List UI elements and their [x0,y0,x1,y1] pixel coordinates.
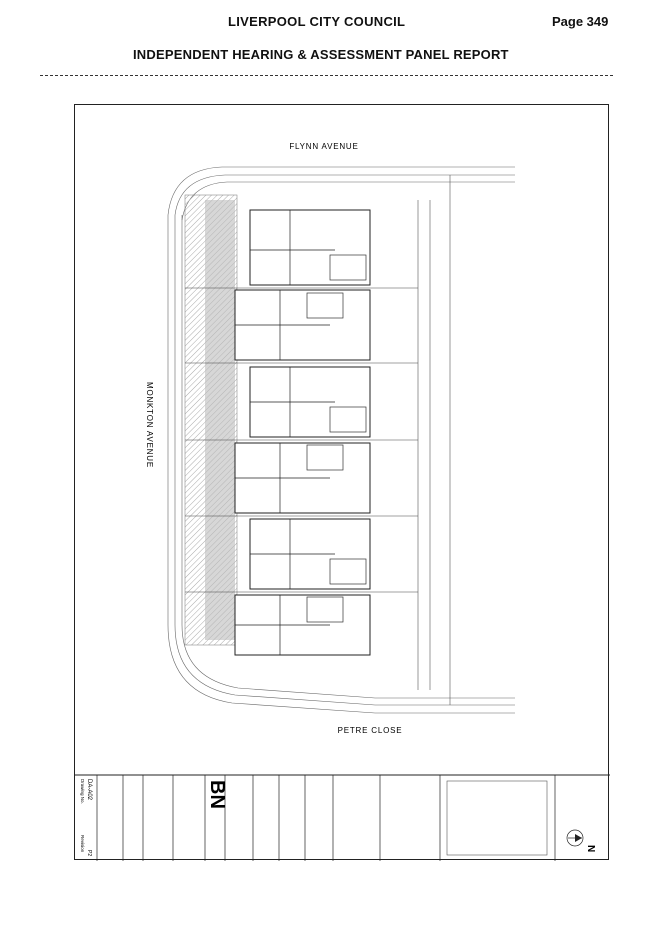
right-boundary [417,175,451,705]
council-name: LIVERPOOL CITY COUNCIL [228,14,406,29]
private-open-space [205,200,235,640]
architect-logo: BN [206,780,228,809]
site-plan-sheet: FLYNN AVENUE MONKTON AVENUE PETRE CLOSE [74,104,610,861]
kerb-lines [167,166,515,714]
street-label-left: MONKTON AVENUE [145,382,154,468]
header-divider [40,75,613,76]
internal-walls [235,210,335,655]
revision: P2 [86,850,92,856]
street-label-top: FLYNN AVENUE [289,142,358,151]
report-title: INDEPENDENT HEARING & ASSESSMENT PANEL R… [133,47,509,62]
drawing-no-label: Drawing No. [80,779,85,804]
title-block: Drawing No. DA-A02 Revision P2 BN N [75,774,610,861]
site-plan-drawing: FLYNN AVENUE MONKTON AVENUE PETRE CLOSE [75,142,610,861]
street-label-bottom: PETRE CLOSE [338,726,403,735]
lot-boundaries [185,287,418,593]
north-arrow-icon: N [566,829,596,852]
drawing-no: DA-A02 [86,779,92,801]
page-number: Page 349 [552,14,609,29]
garages [306,254,367,623]
svg-text:N: N [585,845,596,852]
revision-label: Revision [80,835,85,853]
